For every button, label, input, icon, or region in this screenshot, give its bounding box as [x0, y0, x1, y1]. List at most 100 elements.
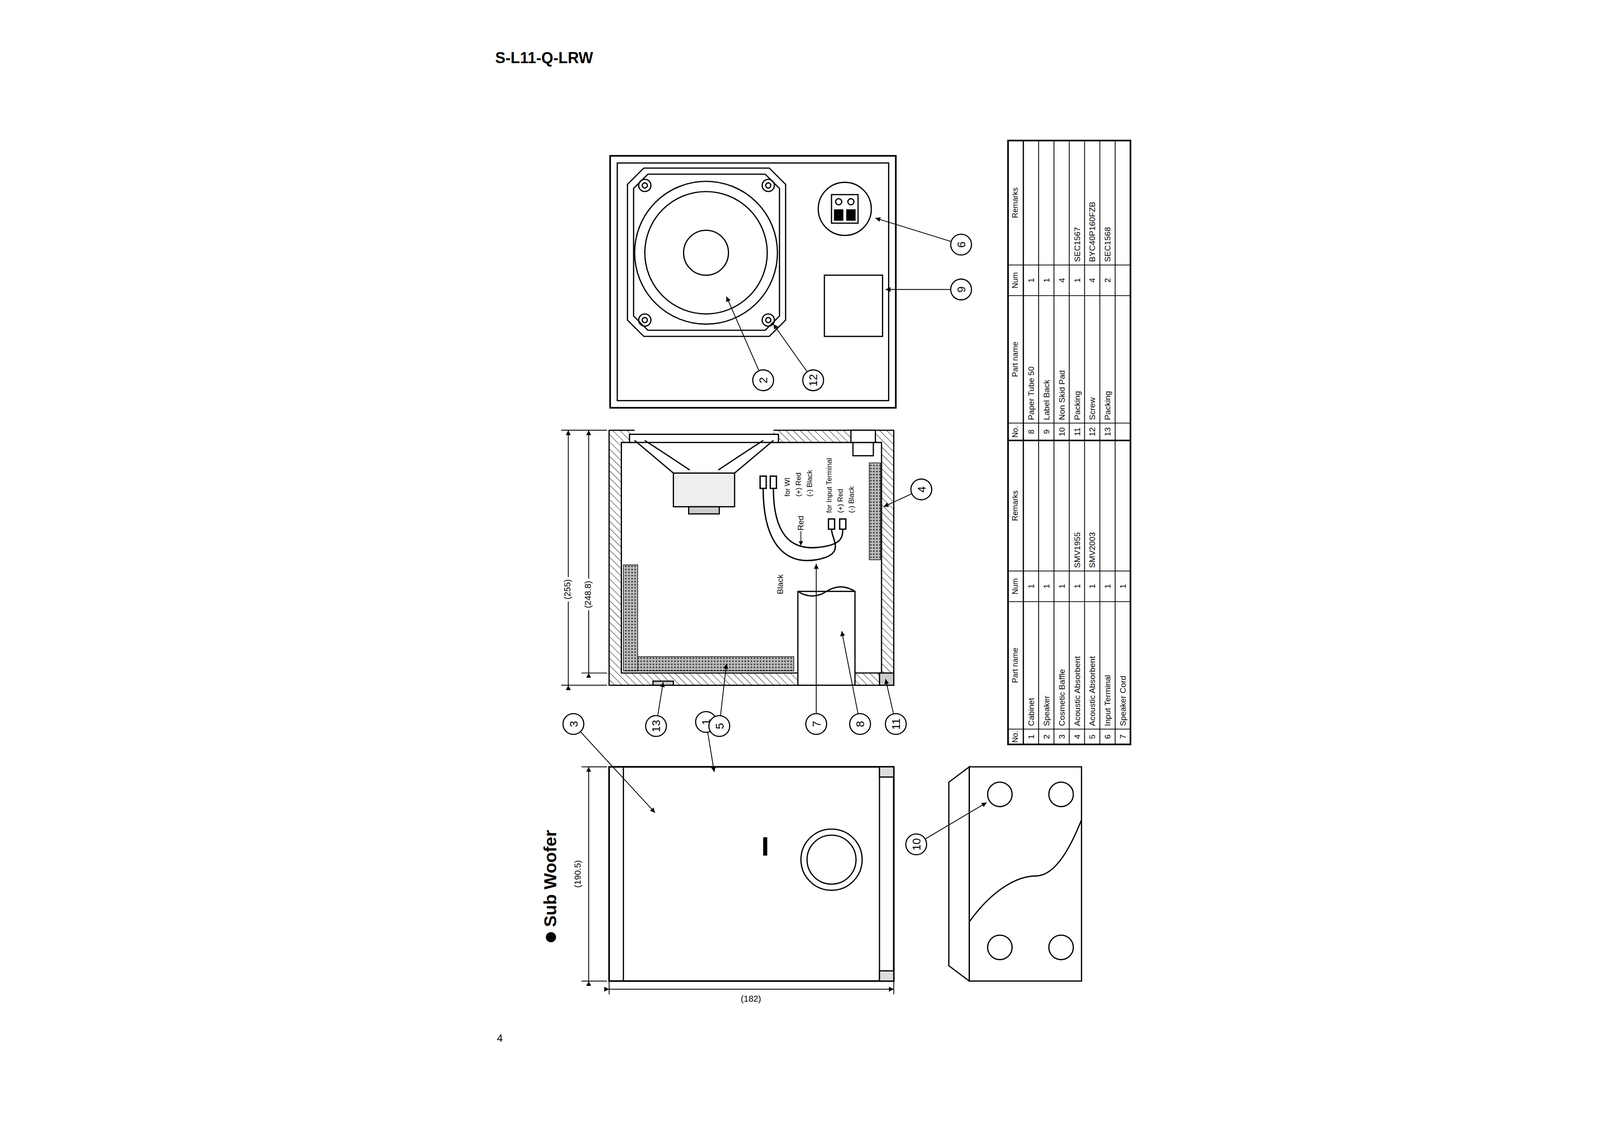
parts-table-grid [1099, 140, 1101, 745]
callout-text: 7 [805, 712, 828, 736]
back-view [835, 198, 842, 205]
table-cell: 3 [1056, 734, 1067, 740]
table-cell: 1 [1087, 583, 1098, 589]
back-view [627, 168, 786, 337]
table-cell: SMV2003 [1087, 532, 1098, 569]
leader-line [726, 296, 764, 381]
table-cell: 1 [1118, 583, 1128, 589]
table-header: No. [1011, 730, 1021, 743]
wire-label: for WI [783, 477, 792, 497]
table-cell: 1 [1072, 583, 1082, 589]
table-cell: 2 [1041, 734, 1052, 740]
front-view [609, 767, 894, 982]
table-cell: 1 [1102, 583, 1113, 589]
table-header: Num [1011, 578, 1021, 595]
table-cell: 1 [1026, 734, 1036, 740]
callout-text: 13 [644, 715, 668, 738]
front-view [622, 767, 625, 982]
table-cell: Non Skid Pad [1056, 370, 1067, 421]
callout-number: 9 [949, 278, 973, 301]
dimension-lines [581, 766, 608, 768]
back-view [634, 181, 778, 325]
table-cell: 4 [1072, 734, 1082, 740]
table-cell: Label Back [1041, 379, 1052, 421]
section-view [850, 430, 876, 443]
callout-number: 2 [751, 369, 775, 392]
back-view [762, 179, 775, 192]
bottom-view [948, 767, 970, 982]
speaker-cord [760, 476, 847, 561]
table-cell: Cosmetic Baffle [1056, 669, 1067, 727]
callout-text: 10 [905, 833, 928, 856]
table-cell: 6 [1102, 734, 1113, 740]
callout-number: 13 [644, 715, 668, 738]
back-view [831, 194, 859, 224]
table-header: Remarks [1011, 187, 1021, 219]
table-cell: SMV1955 [1072, 532, 1082, 569]
callout-text: 8 [848, 712, 872, 736]
back-view [642, 317, 648, 323]
back-view [818, 182, 872, 236]
back-view [762, 314, 775, 327]
dimension-lines [588, 767, 590, 982]
section-view [629, 434, 779, 443]
table-cell: SEC1567 [1072, 227, 1082, 263]
callout-number: 5 [708, 715, 731, 738]
speaker-cord [760, 476, 767, 489]
table-cell: Input Terminal [1102, 674, 1113, 727]
table-cell: Acoustic Absorbent [1087, 656, 1098, 727]
bottom-view [969, 767, 1082, 982]
table-cell: 1 [1026, 277, 1036, 283]
table-cell: 7 [1118, 734, 1128, 740]
parts-table-grid [1114, 140, 1116, 745]
section-view [797, 586, 856, 597]
bottom-view [1048, 935, 1074, 960]
dimension-lines [567, 430, 569, 686]
back-view [834, 210, 843, 221]
table-cell: 11 [1072, 427, 1082, 437]
section-view [609, 430, 894, 686]
bottom-view [948, 767, 1082, 982]
dimension-text: (248.8) [583, 578, 594, 611]
table-cell: BYC40P160FZB [1087, 201, 1098, 262]
wire-label: Black [775, 574, 786, 595]
back-view [824, 275, 883, 337]
front-view [879, 767, 894, 778]
table-cell: 10 [1056, 427, 1067, 437]
table-cell: Screw [1087, 397, 1098, 421]
wire-label: (-) Black [847, 486, 856, 513]
dimension-text: (190.5) [573, 858, 584, 891]
back-view [610, 155, 896, 408]
callout-number: 7 [805, 712, 828, 736]
leader-line [841, 631, 861, 725]
dimension-lines [588, 430, 590, 674]
back-view [847, 198, 854, 205]
table-cell: 4 [1087, 277, 1098, 283]
back-view [765, 182, 771, 188]
speaker-cord [770, 476, 777, 489]
back-view [633, 174, 780, 331]
callout-text: 6 [949, 233, 973, 257]
back-view [638, 179, 652, 192]
back-view [644, 191, 768, 315]
table-cell: 1 [1041, 277, 1052, 283]
callout-number: 10 [905, 833, 928, 856]
dimension-lines [581, 981, 608, 982]
leader-line [885, 289, 962, 290]
parts-table-grid [1053, 140, 1055, 745]
speaker-cord [828, 519, 835, 530]
wire-label: (-) Black [805, 470, 815, 497]
front-view [609, 767, 894, 982]
callout-text: 11 [884, 712, 908, 736]
callout-text: 3 [562, 712, 585, 736]
table-header: No. [1011, 426, 1021, 438]
parts-table-grid [1038, 140, 1040, 745]
section-view [644, 440, 690, 471]
leader-line [815, 563, 817, 725]
bottom-view [987, 935, 1013, 960]
table-header: Part name [1011, 648, 1021, 684]
callout-number: 6 [949, 233, 973, 257]
dimension-lines [893, 981, 895, 995]
parts-table-grid [1007, 140, 1131, 745]
